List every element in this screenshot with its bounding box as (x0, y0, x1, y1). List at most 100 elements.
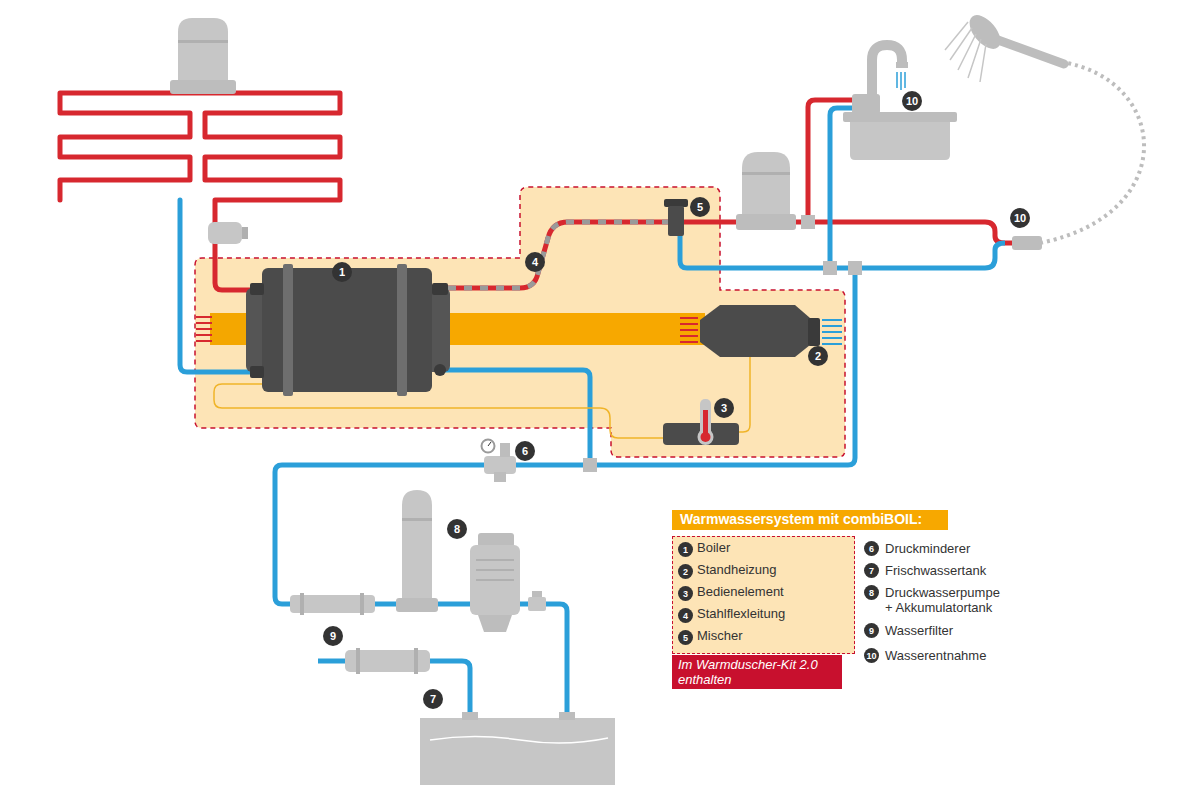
node-text: 9 (330, 630, 336, 642)
callout-number: 10 (902, 91, 922, 111)
illustration-part (482, 440, 495, 453)
illustration-part (196, 334, 212, 336)
illustration-part (208, 222, 242, 244)
illustration-part (494, 472, 506, 482)
illustration-part (736, 214, 796, 230)
steel-flex-hose (448, 222, 668, 288)
illustration-part (60, 93, 340, 290)
boiler (196, 264, 705, 396)
circulation-pump (208, 222, 248, 244)
illustration-part (440, 370, 590, 465)
illustration-part (830, 108, 852, 268)
cold-pipes (275, 108, 1005, 720)
illustration-part (476, 559, 514, 561)
illustration-part (680, 335, 698, 337)
legend-label: Wasserfilter (885, 623, 953, 638)
illustration-part (414, 648, 418, 674)
illustration-part (402, 518, 432, 521)
illustration-part (945, 22, 968, 50)
shower (945, 10, 1144, 250)
illustration-part (739, 357, 750, 432)
illustration-part (488, 442, 491, 446)
illustration-part (60, 198, 180, 203)
illustration-part (478, 533, 514, 547)
illustration-part (178, 40, 228, 43)
illustration-part (700, 305, 810, 357)
legend-number: 4 (678, 608, 693, 623)
callout-number: 8 (447, 519, 467, 539)
illustration-part (904, 72, 906, 88)
legend-number: 10 (864, 648, 879, 663)
node-text: 2 (815, 350, 821, 362)
illustration-part (822, 337, 842, 339)
illustration-part (500, 268, 855, 465)
illustration-part (664, 199, 688, 207)
illustration-part (896, 62, 908, 68)
node-text: 10 (1014, 212, 1026, 224)
illustration-part (872, 45, 902, 98)
illustration-part (440, 313, 705, 345)
illustration-part (196, 322, 212, 324)
node-text: 4 (683, 611, 688, 621)
node-text: 7 (430, 693, 436, 705)
callout-number: 10 (1010, 208, 1030, 228)
illustration-part (680, 235, 1005, 268)
illustration-part (945, 22, 986, 82)
node-text: 8 (454, 523, 460, 535)
legend-item: Mischer (697, 628, 743, 643)
node-text: 3 (683, 589, 688, 599)
legend-number: 9 (864, 623, 879, 638)
illustration-part (968, 39, 981, 78)
illustration-part (432, 283, 448, 295)
pump-group (290, 490, 546, 632)
node-text: 10 (906, 95, 918, 107)
legend-label: Druckwasserpumpe + Akkumulatortank (885, 585, 1003, 615)
illustration-part (476, 560, 514, 580)
legend-label: Frischwassertank (885, 563, 986, 578)
legend-label: Wasserentnahme (885, 648, 986, 663)
illustration-part (950, 28, 972, 60)
illustration-part (214, 384, 663, 438)
illustration-part (420, 718, 615, 785)
illustration-part (476, 579, 514, 581)
illustration-part (900, 72, 902, 90)
illustration-part (822, 343, 842, 345)
illustration-part (396, 598, 438, 612)
illustration-part (822, 325, 842, 327)
callout-number: 6 (515, 441, 535, 461)
legend-number: 1 (678, 542, 693, 557)
node-text: Im Warmduscher-Kit 2.0 enthalten (678, 657, 836, 687)
node-text: 3 (721, 402, 727, 414)
illustration-part (250, 366, 264, 378)
sink (843, 45, 957, 160)
illustration-part (196, 328, 212, 330)
illustration-part (808, 318, 820, 346)
control-panel (663, 399, 739, 445)
illustration-part (196, 317, 212, 341)
illustration-part (701, 432, 711, 442)
illustration-part (742, 152, 790, 222)
illustration-part (528, 597, 546, 611)
illustration-part (532, 591, 542, 597)
illustration-part (742, 172, 790, 175)
illustration-part (1012, 236, 1042, 250)
fresh-water-tank (420, 712, 615, 785)
illustration-part (583, 458, 597, 472)
pressure-reducer (482, 440, 517, 483)
illustration-part (300, 593, 304, 615)
illustration-part (462, 712, 478, 720)
legend-number: 8 (864, 585, 879, 600)
callout-number: 3 (714, 398, 734, 418)
node-text: 7 (869, 566, 874, 576)
illustration-part (484, 456, 516, 474)
illustration-part (801, 215, 815, 229)
illustration-part (1040, 62, 1144, 243)
illustration-part (196, 316, 212, 318)
legend-item: Boiler (697, 540, 730, 555)
illustration-part (848, 261, 862, 275)
legend-label: Druckminderer (885, 541, 970, 556)
illustration-part (476, 569, 514, 571)
water-filter (345, 648, 430, 674)
illustration-part (680, 317, 698, 319)
